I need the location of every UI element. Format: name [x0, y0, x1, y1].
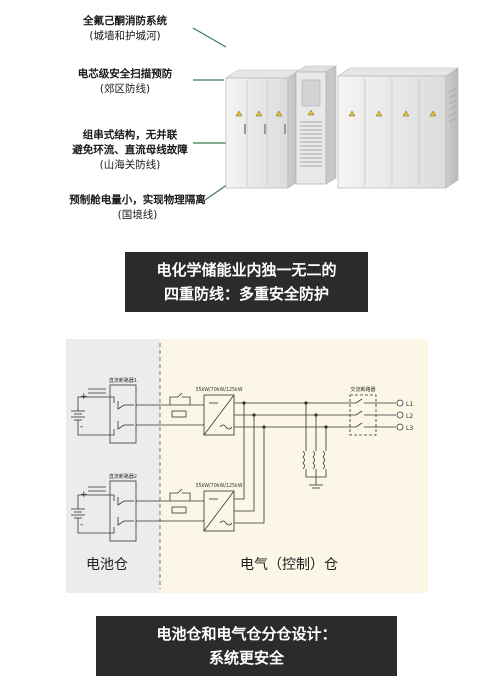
dc-breaker-1-label: 直流断路器1 — [109, 377, 137, 384]
terminal-l3 — [396, 423, 404, 431]
terminal-l1 — [396, 399, 404, 407]
battery-2-plus: + — [80, 490, 88, 500]
battery-2-minus: - — [80, 520, 83, 530]
feature-physical-isolation: 预制舱电量小，实现物理隔离 (国境线) — [50, 193, 225, 223]
banner-four-defenses: 电化学储能业内独一无二的 四重防线：多重安全防护 — [125, 252, 368, 312]
feature-string-structure: 组串式结构，无并联 避免环流、直流母线故障 (山海关防线) — [50, 128, 210, 173]
feature-subtitle: (城墙和护城河) — [89, 30, 161, 42]
feature-title: 全氟己酮消防系统 — [83, 15, 167, 27]
electrical-compartment-area — [160, 339, 428, 593]
battery-cabinet-left — [225, 69, 301, 189]
battery-compartment-area — [66, 339, 160, 593]
banner-line: 电池仓和电气仓分仓设计： — [156, 625, 337, 643]
banner-line: 四重防线：多重安全防护 — [163, 285, 329, 303]
banner-line: 系统更安全 — [208, 649, 284, 667]
feature-subtitle: (山海关防线) — [99, 159, 161, 171]
battery-cabinet-right — [337, 67, 459, 189]
electrical-compartment-label: 电气（控制）仓 — [240, 557, 338, 573]
battery-compartment-label: 电池仓 — [86, 557, 128, 573]
pcs-1-label: 35kW/70kW/125kW — [195, 387, 242, 393]
warning-icon — [275, 110, 283, 117]
warning-icon — [307, 109, 315, 116]
banner-line: 电化学储能业内独一无二的 — [156, 261, 337, 279]
warning-icon — [255, 110, 263, 117]
warning-icon — [235, 110, 243, 117]
feature-title-line2: 避免环流、直流母线故障 — [72, 144, 188, 156]
feature-title: 电芯级安全扫描预防 — [77, 68, 173, 80]
feature-title: 预制舱电量小，实现物理隔离 — [69, 194, 206, 206]
feature-subtitle: (郊区防线) — [99, 83, 151, 95]
battery-1-plus: + — [80, 392, 88, 402]
leader-line — [192, 27, 227, 48]
terminal-l2 — [396, 411, 404, 419]
battery-2-icon — [71, 499, 85, 529]
electrical-cabinet — [294, 65, 338, 185]
phase-l3-label: L3 — [406, 425, 413, 432]
banner-separate-compartments: 电池仓和电气仓分仓设计： 系统更安全 — [96, 616, 397, 676]
feature-cell-scan: 电芯级安全扫描预防 (郊区防线) — [55, 67, 195, 97]
ac-breaker-label: 交流断路器 — [350, 386, 375, 393]
pcs-2-label: 35kW/70kW/125kW — [195, 483, 242, 489]
warning-icon — [348, 110, 356, 117]
warning-icon — [375, 110, 383, 117]
battery-1-minus: - — [80, 422, 83, 432]
battery-1-icon — [71, 401, 85, 431]
dc-breaker-1-box — [109, 384, 137, 444]
storage-cabinets-illustration — [225, 65, 459, 189]
feature-title: 组串式结构，无并联 — [82, 129, 178, 141]
warning-icon — [429, 110, 437, 117]
dc-breaker-2-label: 直流断路器2 — [109, 473, 137, 480]
warning-icon — [402, 110, 410, 117]
dc-breaker-2-box — [109, 480, 137, 542]
phase-l2-label: L2 — [406, 413, 413, 420]
phase-l1-label: L1 — [406, 401, 413, 408]
compartment-schematic: + - + - 直流断路器1 直流断路器2 35kW/70kW/125kW 35… — [66, 339, 428, 593]
feature-subtitle: (国境线) — [117, 209, 158, 221]
junction-dots — [242, 401, 328, 429]
feature-fire-suppression: 全氟己酮消防系统 (城墙和护城河) — [60, 14, 190, 44]
